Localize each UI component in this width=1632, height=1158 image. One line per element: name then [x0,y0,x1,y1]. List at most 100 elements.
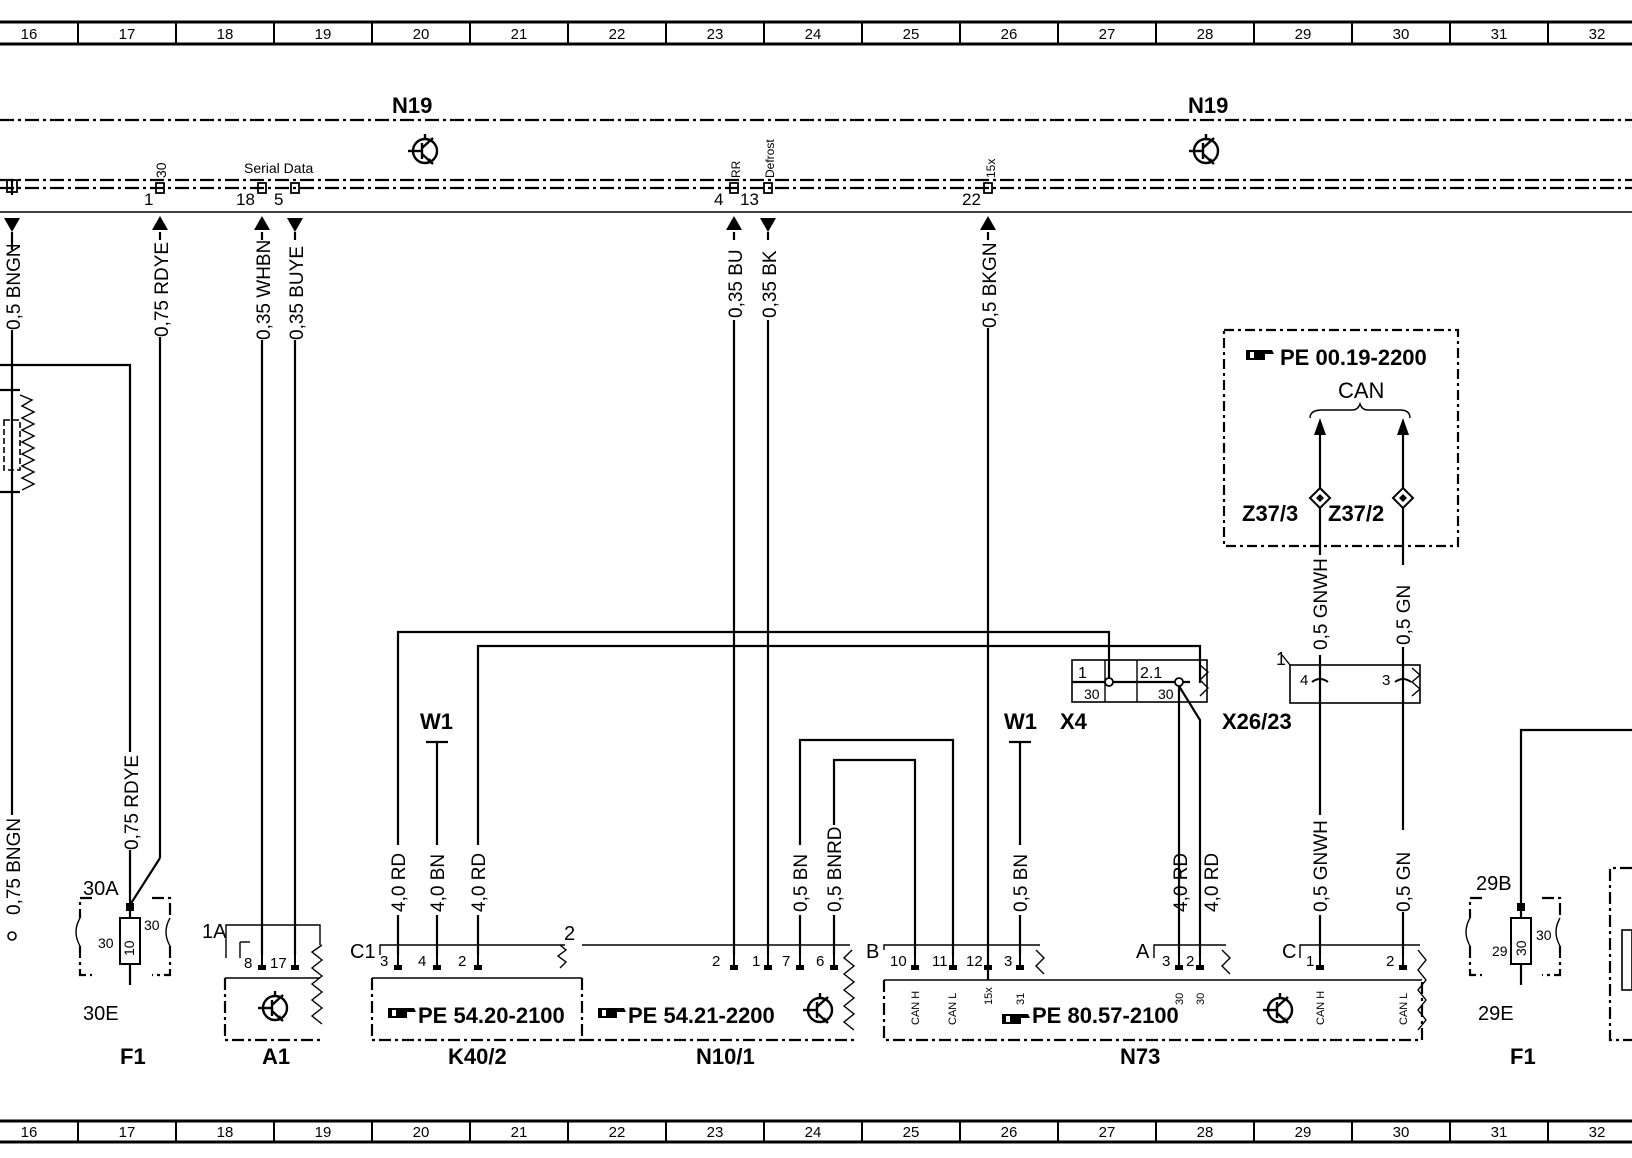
pin-number: 30 [1158,686,1174,702]
pin-number: 4 [418,953,426,970]
pin-function-label: CAN H [910,991,922,1025]
bottom-ruler-column-number: 27 [1099,1124,1116,1141]
pin-number-18: 18 [236,190,255,209]
wire-label: 0,5 BKGN [980,242,1001,328]
top-ruler-column-number: 18 [217,26,234,43]
top-ruler-column-number: 30 [1393,26,1410,43]
bottom-ruler-column-number: 26 [1001,1124,1018,1141]
wire-label: 4,0 BN [428,854,449,912]
pin-number: 7 [782,953,790,970]
bottom-ruler-column-number: 32 [1589,1124,1606,1141]
terminal-label-30: 30 [144,917,160,933]
pin-number: 3 [380,953,388,970]
wire-label: 0,5 GN [1394,852,1415,912]
top-ruler-column-number: 19 [315,26,332,43]
pin-label-30: 30 [153,162,169,178]
ecu-symbol-icon [256,989,289,1023]
bottom-ruler-column-number: 23 [707,1124,724,1141]
pin-number: 12 [966,953,983,970]
component-name-a1: A1 [262,1044,290,1069]
terminal-label-29e: 29E [1478,1003,1514,1025]
top-ruler-column-number: 28 [1197,26,1214,43]
pin-function-label: 31 [1015,993,1027,1005]
bus-label-can: CAN [1338,378,1384,403]
ecu-symbol-icon [1261,991,1294,1025]
reference-pe-00-19: PE 00.19-2200 [1280,345,1427,370]
pin-number: 2.1 [1140,665,1162,682]
top-ruler-column-number: 31 [1491,26,1508,43]
connector-name-x26-23: X26/23 [1222,709,1292,734]
wire-label: 0,5 BNRD [825,826,846,912]
pin-number: 6 [816,953,824,970]
pin-number: 2 [1186,953,1194,970]
pin-label-defrost: Defrost [763,139,777,178]
top-ruler-column-number: 20 [413,26,430,43]
connector-label-1a: 1A [202,921,227,943]
wire-label: 0,35 BU [726,249,747,318]
wire-label: 4,0 RD [1171,853,1192,912]
pin-function-label: CAN H [1315,991,1327,1025]
terminal-label-30: 30 [1536,927,1552,943]
terminal-label-30: 30 [98,935,114,951]
wire-label: 0,75 BNGN [4,818,25,915]
pin-number-1: 1 [144,190,153,209]
wire-label: 0,5 BNGN [4,243,25,330]
component-name-n73: N73 [1120,1044,1160,1069]
connector-label-a: A [1136,941,1150,963]
pin-number: 2 [712,953,720,970]
wire-label: 0,35 BK [760,250,781,318]
wire-labels-bottom: 0,75 BNGN 0,75 RDYE [2,752,143,915]
top-ruler-column-number: 17 [119,26,136,43]
pin-number: 17 [270,955,287,972]
top-ruler-column-number: 21 [511,26,528,43]
bottom-ruler-column-number: 31 [1491,1124,1508,1141]
pin-function-label: CAN L [1398,993,1410,1025]
pin-number-22: 22 [962,190,981,209]
top-ruler-column-number: 24 [805,26,822,43]
pin-number: 3 [1004,953,1012,970]
bottom-ruler-column-number: 28 [1197,1124,1214,1141]
ecu-symbol-icon [1187,132,1220,166]
pin-number: 2 [1386,953,1394,970]
pin-function-label: 30 [1195,993,1207,1005]
ground-label-w1: W1 [420,709,453,734]
n19-label-right: N19 [1188,93,1228,118]
wire-label: 0,75 RDYE [122,755,143,850]
top-ruler-column-number: 26 [1001,26,1018,43]
ground-point-z37-2: Z37/2 [1328,501,1384,526]
pin-number-13: 13 [740,190,759,209]
bottom-ruler-column-number: 17 [119,1124,136,1141]
wire-label: 0,5 GN [1394,585,1415,645]
reference-hand-icon [1246,350,1274,360]
bottom-ruler-column-number: 18 [217,1124,234,1141]
bottom-ruler-column-number: 20 [413,1124,430,1141]
pin-number: 1 [1276,649,1286,669]
component-name-k40-2: K40/2 [448,1044,507,1069]
connector-label-c: C [1282,941,1296,963]
connector-x4 [1071,659,1210,955]
left-edge-component [0,388,36,941]
bottom-ruler-column-number: 25 [903,1124,920,1141]
fuse-block-f1-left: 10 [75,857,172,985]
top-ruler-column-number: 16 [21,26,38,43]
top-ruler-column-number: 23 [707,26,724,43]
reference-pe-80-57: PE 80.57-2100 [1032,1003,1179,1028]
top-connector: 30 1 Serial Data 18 5 RR Defrost 4 13 15… [4,139,998,232]
pin-number: 11 [932,953,948,970]
wire-label: 0,75 RDYE [152,242,173,337]
wire-label: 0,5 GNWH [1311,558,1332,650]
bottom-ruler-column-number: 30 [1393,1124,1410,1141]
n19-label-left: N19 [392,93,432,118]
top-ruler-column-number: 27 [1099,26,1116,43]
can-wire-labels: 0,5 GNWH 0,5 GN 0,5 GNWH 0,5 GN [1309,555,1415,915]
wire-label: 0,5 GNWH [1311,820,1332,912]
wire-label: 4,0 RD [469,853,490,912]
wire-label: 0,5 BN [1011,854,1032,912]
pin-number: 1 [752,953,760,970]
bottom-ruler-column-number: 16 [21,1124,38,1141]
top-ruler-column-number: 25 [903,26,920,43]
reference-pe-54-20: PE 54.20-2100 [418,1003,565,1028]
pin-number: 30 [1084,686,1100,702]
reference-hand-icon [598,1008,626,1018]
